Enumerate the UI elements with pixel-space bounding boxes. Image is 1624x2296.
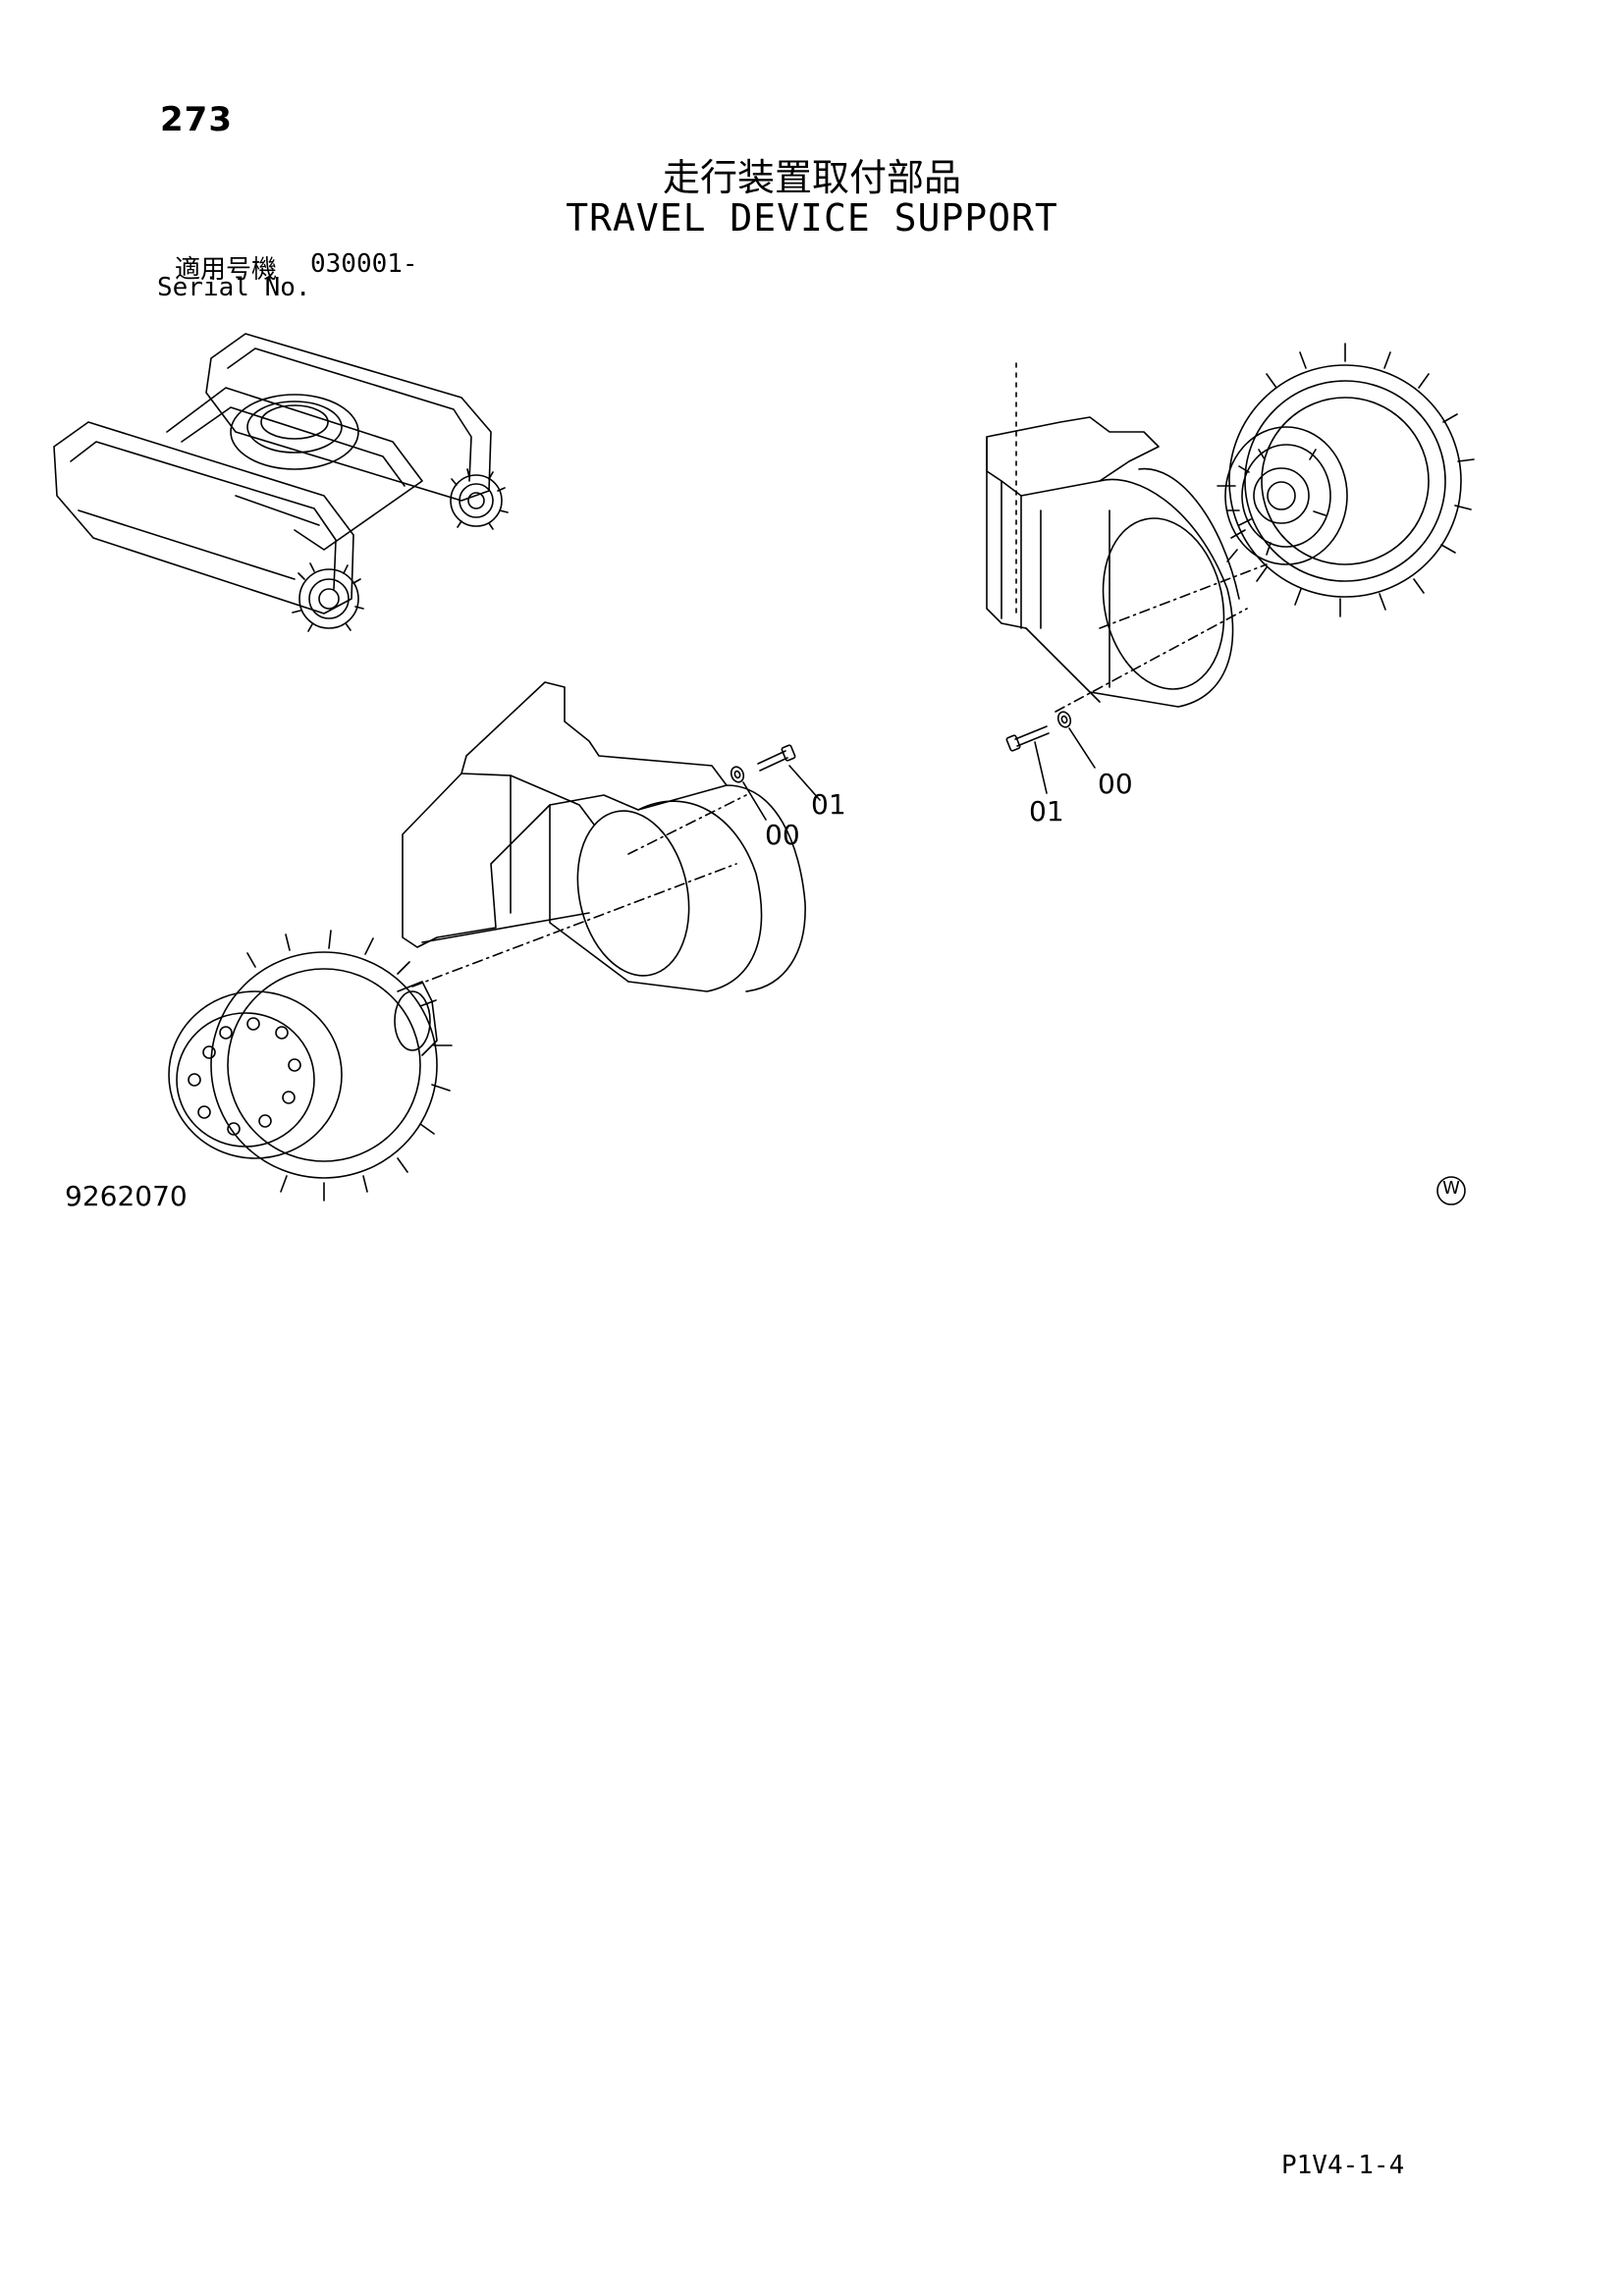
undercarriage-frame-icon: [54, 334, 508, 631]
callout-left-bolt: 01: [811, 788, 846, 821]
frame-sprocket-icon: [293, 469, 508, 631]
leader-line: [789, 766, 820, 800]
travel-motor-sprocket-icon: [1218, 344, 1474, 616]
washer-icon: [730, 765, 746, 783]
bolt-icon: [758, 745, 795, 771]
travel-device-bracket-icon: [403, 682, 805, 991]
travel-motor-sprocket-icon: [169, 931, 452, 1201]
serial-label-japanese: 適用号機: [175, 255, 278, 285]
page-code: P1V4-1-4: [1281, 2151, 1405, 2180]
page-title-japanese: 走行装置取付部品: [662, 156, 961, 199]
callout-left-washer: 00: [765, 819, 800, 851]
revision-mark-circle: [1437, 1177, 1465, 1204]
assembly-axis-line: [1100, 564, 1267, 628]
callout-right-washer: 00: [1098, 768, 1133, 800]
leader-line: [1069, 728, 1095, 768]
washer-icon: [1056, 710, 1073, 728]
leader-line: [1035, 742, 1047, 793]
page-title-english: TRAVEL DEVICE SUPPORT: [566, 196, 1058, 240]
bolt-icon: [1006, 726, 1049, 751]
serial-range: 030001-: [310, 249, 418, 279]
serial-label-english: Serial No.: [157, 273, 311, 302]
revision-mark: W: [1442, 1178, 1460, 1199]
assembly-axis-line: [1056, 609, 1247, 712]
drawing-number: 9262070: [65, 1180, 188, 1212]
page-number: 273: [160, 100, 233, 139]
leader-line: [743, 782, 766, 820]
callout-right-bolt: 01: [1029, 795, 1064, 828]
travel-device-bracket-icon: [987, 363, 1239, 707]
assembly-axis-line: [412, 864, 736, 987]
assembly-axis-line: [628, 795, 746, 854]
